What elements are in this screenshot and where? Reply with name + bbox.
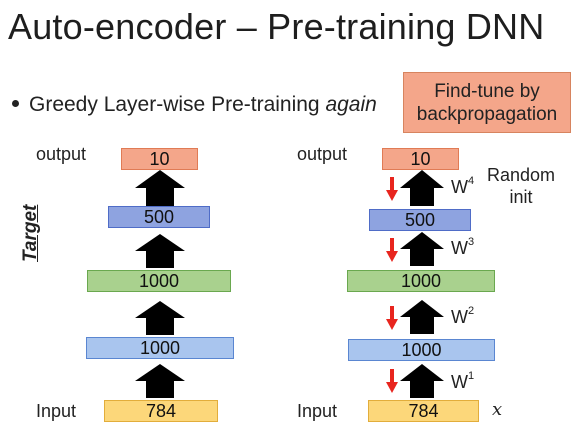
left-layer-input: 784	[104, 400, 218, 422]
bullet-emphasis: again	[325, 93, 377, 116]
right-layer-1000-top: 1000	[347, 270, 495, 292]
right-layer-500: 500	[369, 209, 471, 231]
left-layer-output: 10	[121, 148, 198, 170]
target-label: Target	[20, 204, 41, 262]
finetune-note-line1: Find-tune by	[434, 80, 540, 102]
red-down-arrow-icon	[386, 306, 398, 330]
right-input-label: Input	[297, 401, 338, 421]
up-arrow-icon	[135, 170, 185, 206]
random-init-label: Random init	[486, 164, 556, 208]
up-arrow-icon	[400, 364, 444, 398]
input-variable-x: x	[492, 399, 503, 420]
weight-label-w4: W4	[451, 175, 475, 197]
bullet-dot-icon	[12, 99, 19, 107]
left-output-label: output	[36, 144, 87, 164]
left-layer-500: 500	[108, 206, 210, 228]
finetune-note-line2: backpropagation	[416, 103, 558, 125]
random-init-line1: Random	[486, 165, 556, 185]
bullet-text: Greedy Layer-wise Pre-training	[29, 93, 326, 116]
weight-label-w2: W2	[451, 305, 475, 327]
red-down-arrow-icon	[386, 238, 398, 262]
weight-label-w1: W1	[451, 370, 475, 392]
right-layer-input: 784	[368, 400, 479, 422]
random-init-line2: init	[509, 187, 533, 207]
up-arrow-icon	[400, 170, 444, 206]
left-layer-1000-top: 1000	[87, 270, 231, 292]
left-input-label: Input	[36, 401, 77, 421]
up-arrow-icon	[135, 234, 185, 268]
bullet-point: Greedy Layer-wise Pre-training again	[12, 93, 377, 117]
page-title: Auto-encoder – Pre-training DNN	[8, 6, 545, 47]
up-arrow-icon	[400, 300, 444, 334]
right-output-label: output	[297, 144, 348, 164]
right-layer-output: 10	[382, 148, 459, 170]
up-arrow-icon	[135, 364, 185, 398]
left-layer-1000-bottom: 1000	[86, 337, 234, 359]
red-down-arrow-icon	[386, 177, 398, 201]
right-layer-1000-bottom: 1000	[348, 339, 495, 361]
up-arrow-icon	[135, 301, 185, 335]
up-arrow-icon	[400, 232, 444, 266]
finetune-note: Find-tune by backpropagation	[403, 72, 571, 133]
weight-label-w3: W3	[451, 236, 475, 258]
red-down-arrow-icon	[386, 369, 398, 393]
